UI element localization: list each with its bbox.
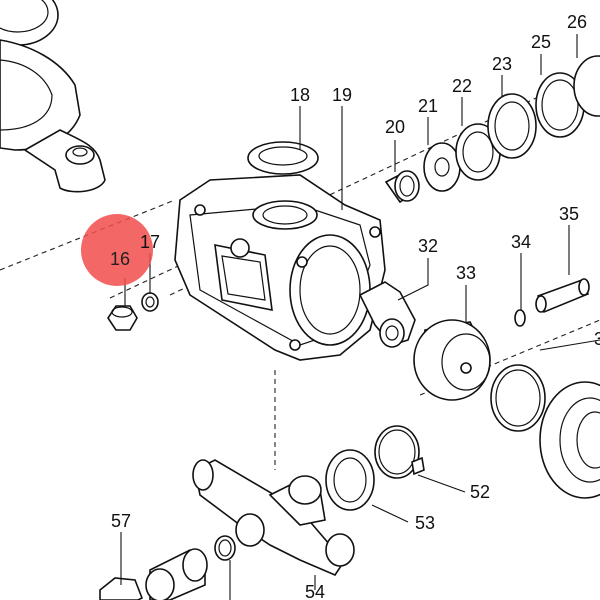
callout-20: 20	[385, 117, 405, 137]
part-34-clip	[514, 309, 526, 327]
part-35-pin	[535, 278, 590, 314]
large-o-ring	[490, 364, 546, 432]
part-16-plug-nut	[107, 305, 138, 331]
callout-21: 21	[418, 96, 438, 116]
cylinder-cover	[539, 381, 600, 499]
part-33-piston	[413, 319, 491, 401]
callout-35: 35	[559, 204, 579, 224]
highlight-marker	[81, 214, 153, 286]
part-17-o-ring	[141, 292, 159, 312]
callout-54: 54	[305, 582, 325, 600]
part-26-ring	[573, 55, 600, 117]
callout-3-partial: 3	[594, 329, 600, 349]
callout-25: 25	[531, 32, 551, 52]
part-52-hose-clamp	[374, 425, 425, 479]
callout-22: 22	[452, 76, 472, 96]
callout-32: 32	[418, 236, 438, 256]
part-32-lever	[358, 281, 416, 348]
pump-body	[174, 174, 386, 361]
part-54-t-fitting	[192, 459, 355, 576]
callout-23: 23	[492, 54, 512, 74]
part-18-seal-cap	[247, 141, 319, 175]
callout-19: 19	[332, 85, 352, 105]
upper-housing-part	[0, 0, 106, 193]
callout-53: 53	[415, 513, 435, 533]
callout-26: 26	[567, 12, 587, 32]
callout-33: 33	[456, 263, 476, 283]
callout-18: 18	[290, 85, 310, 105]
part-21-washer	[423, 142, 461, 192]
callout-labels: 16 17 18 19 20 21 22 23 25 26 32 33 34 3…	[110, 12, 600, 600]
callout-57: 57	[111, 511, 131, 531]
part-57-nut-fitting	[99, 548, 208, 600]
small-o-ring	[214, 535, 236, 561]
part-20-valve	[384, 170, 420, 204]
callout-16: 16	[110, 249, 130, 269]
part-53-coupling	[325, 449, 375, 511]
callout-34: 34	[511, 232, 531, 252]
callout-17: 17	[140, 232, 160, 252]
callout-52: 52	[470, 482, 490, 502]
part-23-ring	[487, 93, 537, 159]
